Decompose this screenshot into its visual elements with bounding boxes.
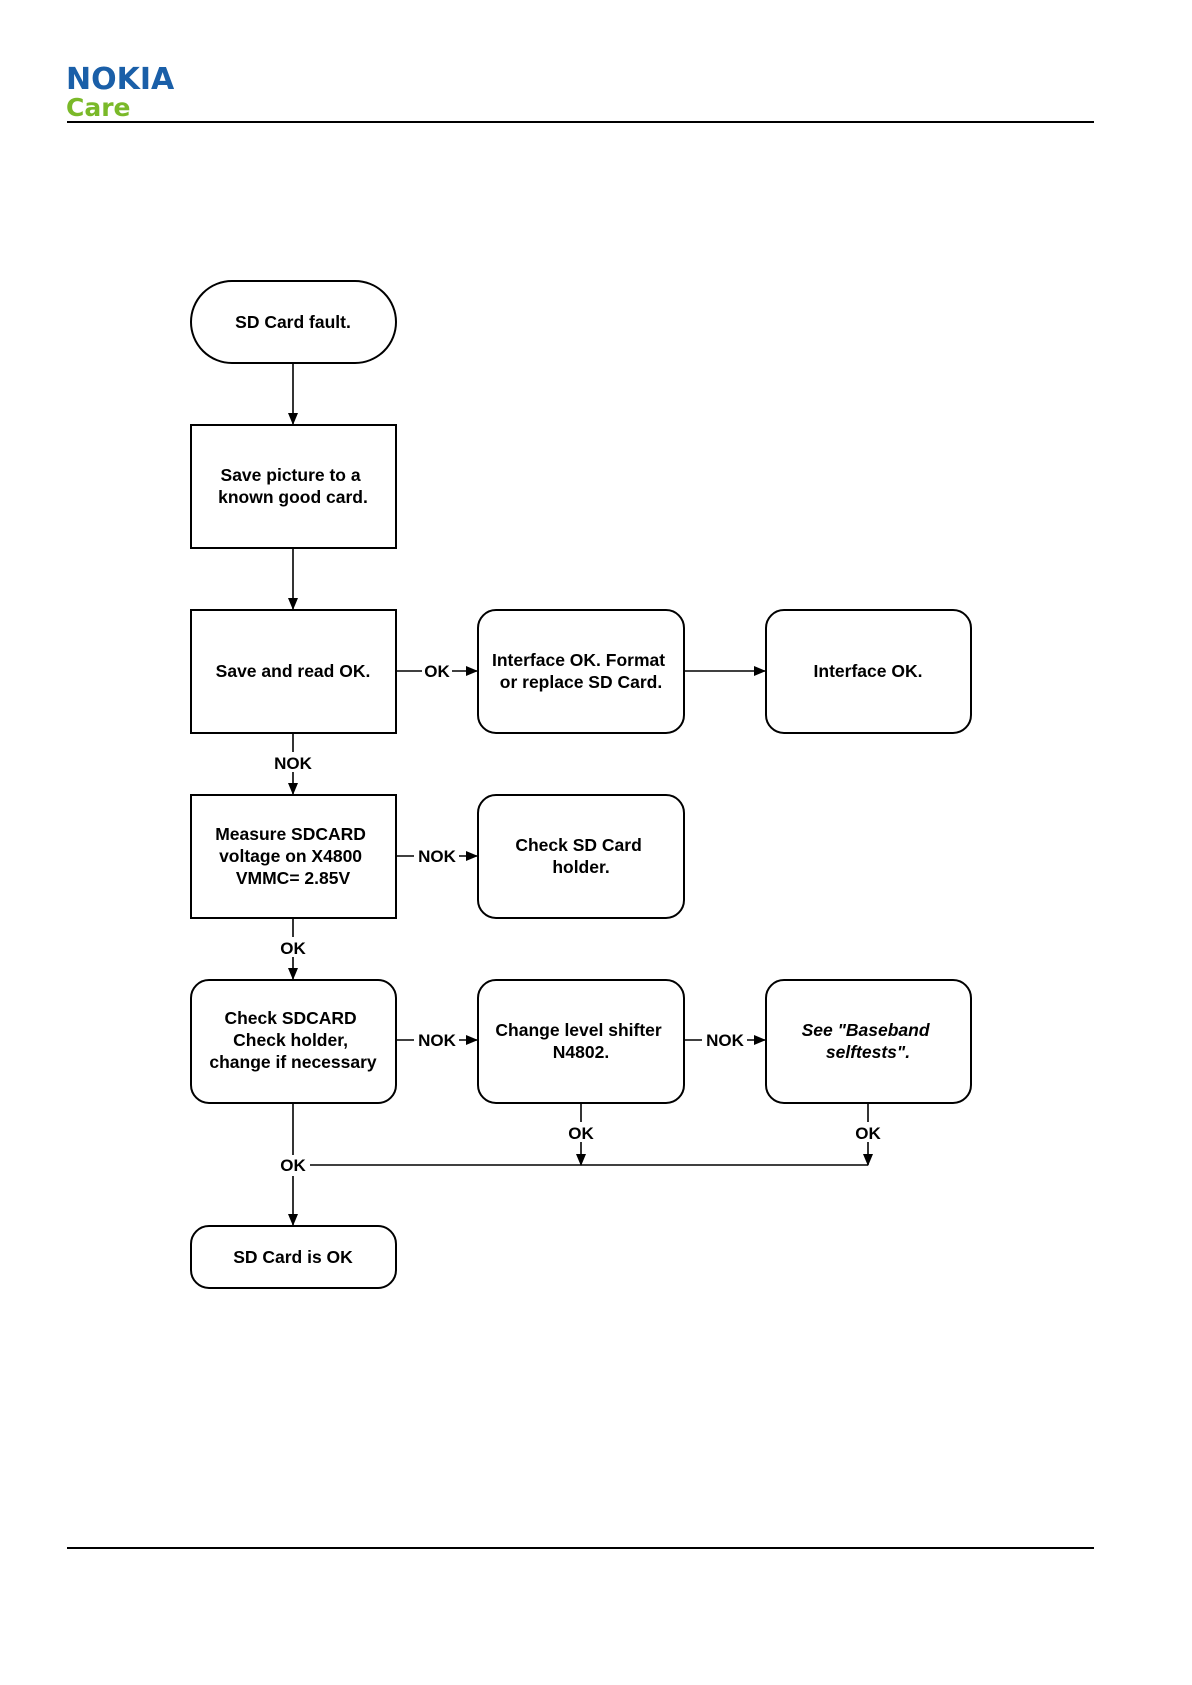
nokia-care-logo: NOKIA Care <box>66 64 174 122</box>
node-see-baseband-line: See "Baseband <box>802 1020 930 1040</box>
node-level-shifter-line: N4802. <box>553 1042 609 1062</box>
node-interface-ok-line: Interface OK. <box>814 661 923 681</box>
svg-text:Check SDCARD Check holde: Check SDCARD Check holder, change if nec… <box>209 1008 377 1072</box>
node-measure: Measure SDCARD voltage on X4800 VMMC= 2.… <box>190 794 397 919</box>
logo-sub-brand: Care <box>66 93 131 122</box>
node-start: SD Card fault. <box>190 280 397 364</box>
edge-label-nok: NOK <box>706 1031 745 1050</box>
node-interface-format-line: or replace SD Card. <box>500 672 662 692</box>
node-level-shifter-line: Change level shifter <box>495 1020 661 1040</box>
edge-label-nok: NOK <box>418 847 457 866</box>
svg-text:Check SD Card holder.: Check SD Card holder. <box>515 835 646 877</box>
node-end: SD Card is OK <box>190 1225 397 1289</box>
edge-label-ok: OK <box>424 662 450 681</box>
svg-text:SD Card is OK: SD Card is OK <box>233 1247 353 1267</box>
node-save-read: Save and read OK. <box>190 609 397 734</box>
footer-rule <box>67 1547 1094 1549</box>
node-interface-ok: Interface OK. <box>765 609 972 734</box>
node-measure-line: Measure SDCARD <box>215 824 366 844</box>
svg-text:SD Card fault.: SD Card fault. <box>235 312 351 332</box>
node-check-holder-line: holder. <box>552 857 609 877</box>
node-see-baseband-line: selftests". <box>826 1042 910 1062</box>
node-save-picture: Save picture to a known good card. <box>190 424 397 549</box>
node-interface-format: Interface OK. Format or replace SD Card. <box>477 609 685 734</box>
svg-text:Change level shifter N48: Change level shifter N4802. <box>495 1020 666 1062</box>
svg-text:Save picture to a known: Save picture to a known good card. <box>218 465 368 507</box>
svg-text:See "Baseband selftests": See "Baseband selftests". <box>802 1020 935 1062</box>
edge-label-ok: OK <box>280 939 306 958</box>
node-measure-line: VMMC= 2.85V <box>236 868 351 888</box>
logo-brand: NOKIA <box>66 62 175 97</box>
node-save-picture-line: Save picture to a <box>221 465 361 485</box>
node-check-sdcard: Check SDCARD Check holder, change if nec… <box>190 979 397 1104</box>
node-check-holder: Check SD Card holder. <box>477 794 685 919</box>
edge-label-ok: OK <box>280 1156 306 1175</box>
node-check-sdcard-line: Check SDCARD <box>224 1008 356 1028</box>
edge-label-ok: OK <box>568 1124 594 1143</box>
node-save-read-line: Save and read OK. <box>216 661 371 681</box>
node-see-baseband: See "Baseband selftests". <box>765 979 972 1104</box>
node-save-picture-line: known good card. <box>218 487 368 507</box>
node-check-holder-line: Check SD Card <box>515 835 641 855</box>
node-check-sdcard-line: change if necessary <box>209 1052 377 1072</box>
node-interface-format-line: Interface OK. Format <box>492 650 665 670</box>
header-rule <box>67 121 1094 123</box>
svg-text:Measure SDCARD voltage o: Measure SDCARD voltage on X4800 VMMC= 2.… <box>215 824 371 888</box>
node-end-line: SD Card is OK <box>233 1247 353 1267</box>
node-start-line: SD Card fault. <box>235 312 351 332</box>
svg-text:Interface OK. Format or: Interface OK. Format or replace SD Card. <box>492 650 670 692</box>
node-level-shifter: Change level shifter N4802. <box>477 979 685 1104</box>
edge-label-nok: NOK <box>418 1031 457 1050</box>
svg-text:Save and read OK.: Save and read OK. <box>216 661 371 681</box>
edge-label-ok: OK <box>855 1124 881 1143</box>
node-measure-line: voltage on X4800 <box>219 846 362 866</box>
node-check-sdcard-line: Check holder, <box>233 1030 348 1050</box>
svg-text:Interface OK.: Interface OK. <box>814 661 923 681</box>
edge-label-nok: NOK <box>274 754 313 773</box>
